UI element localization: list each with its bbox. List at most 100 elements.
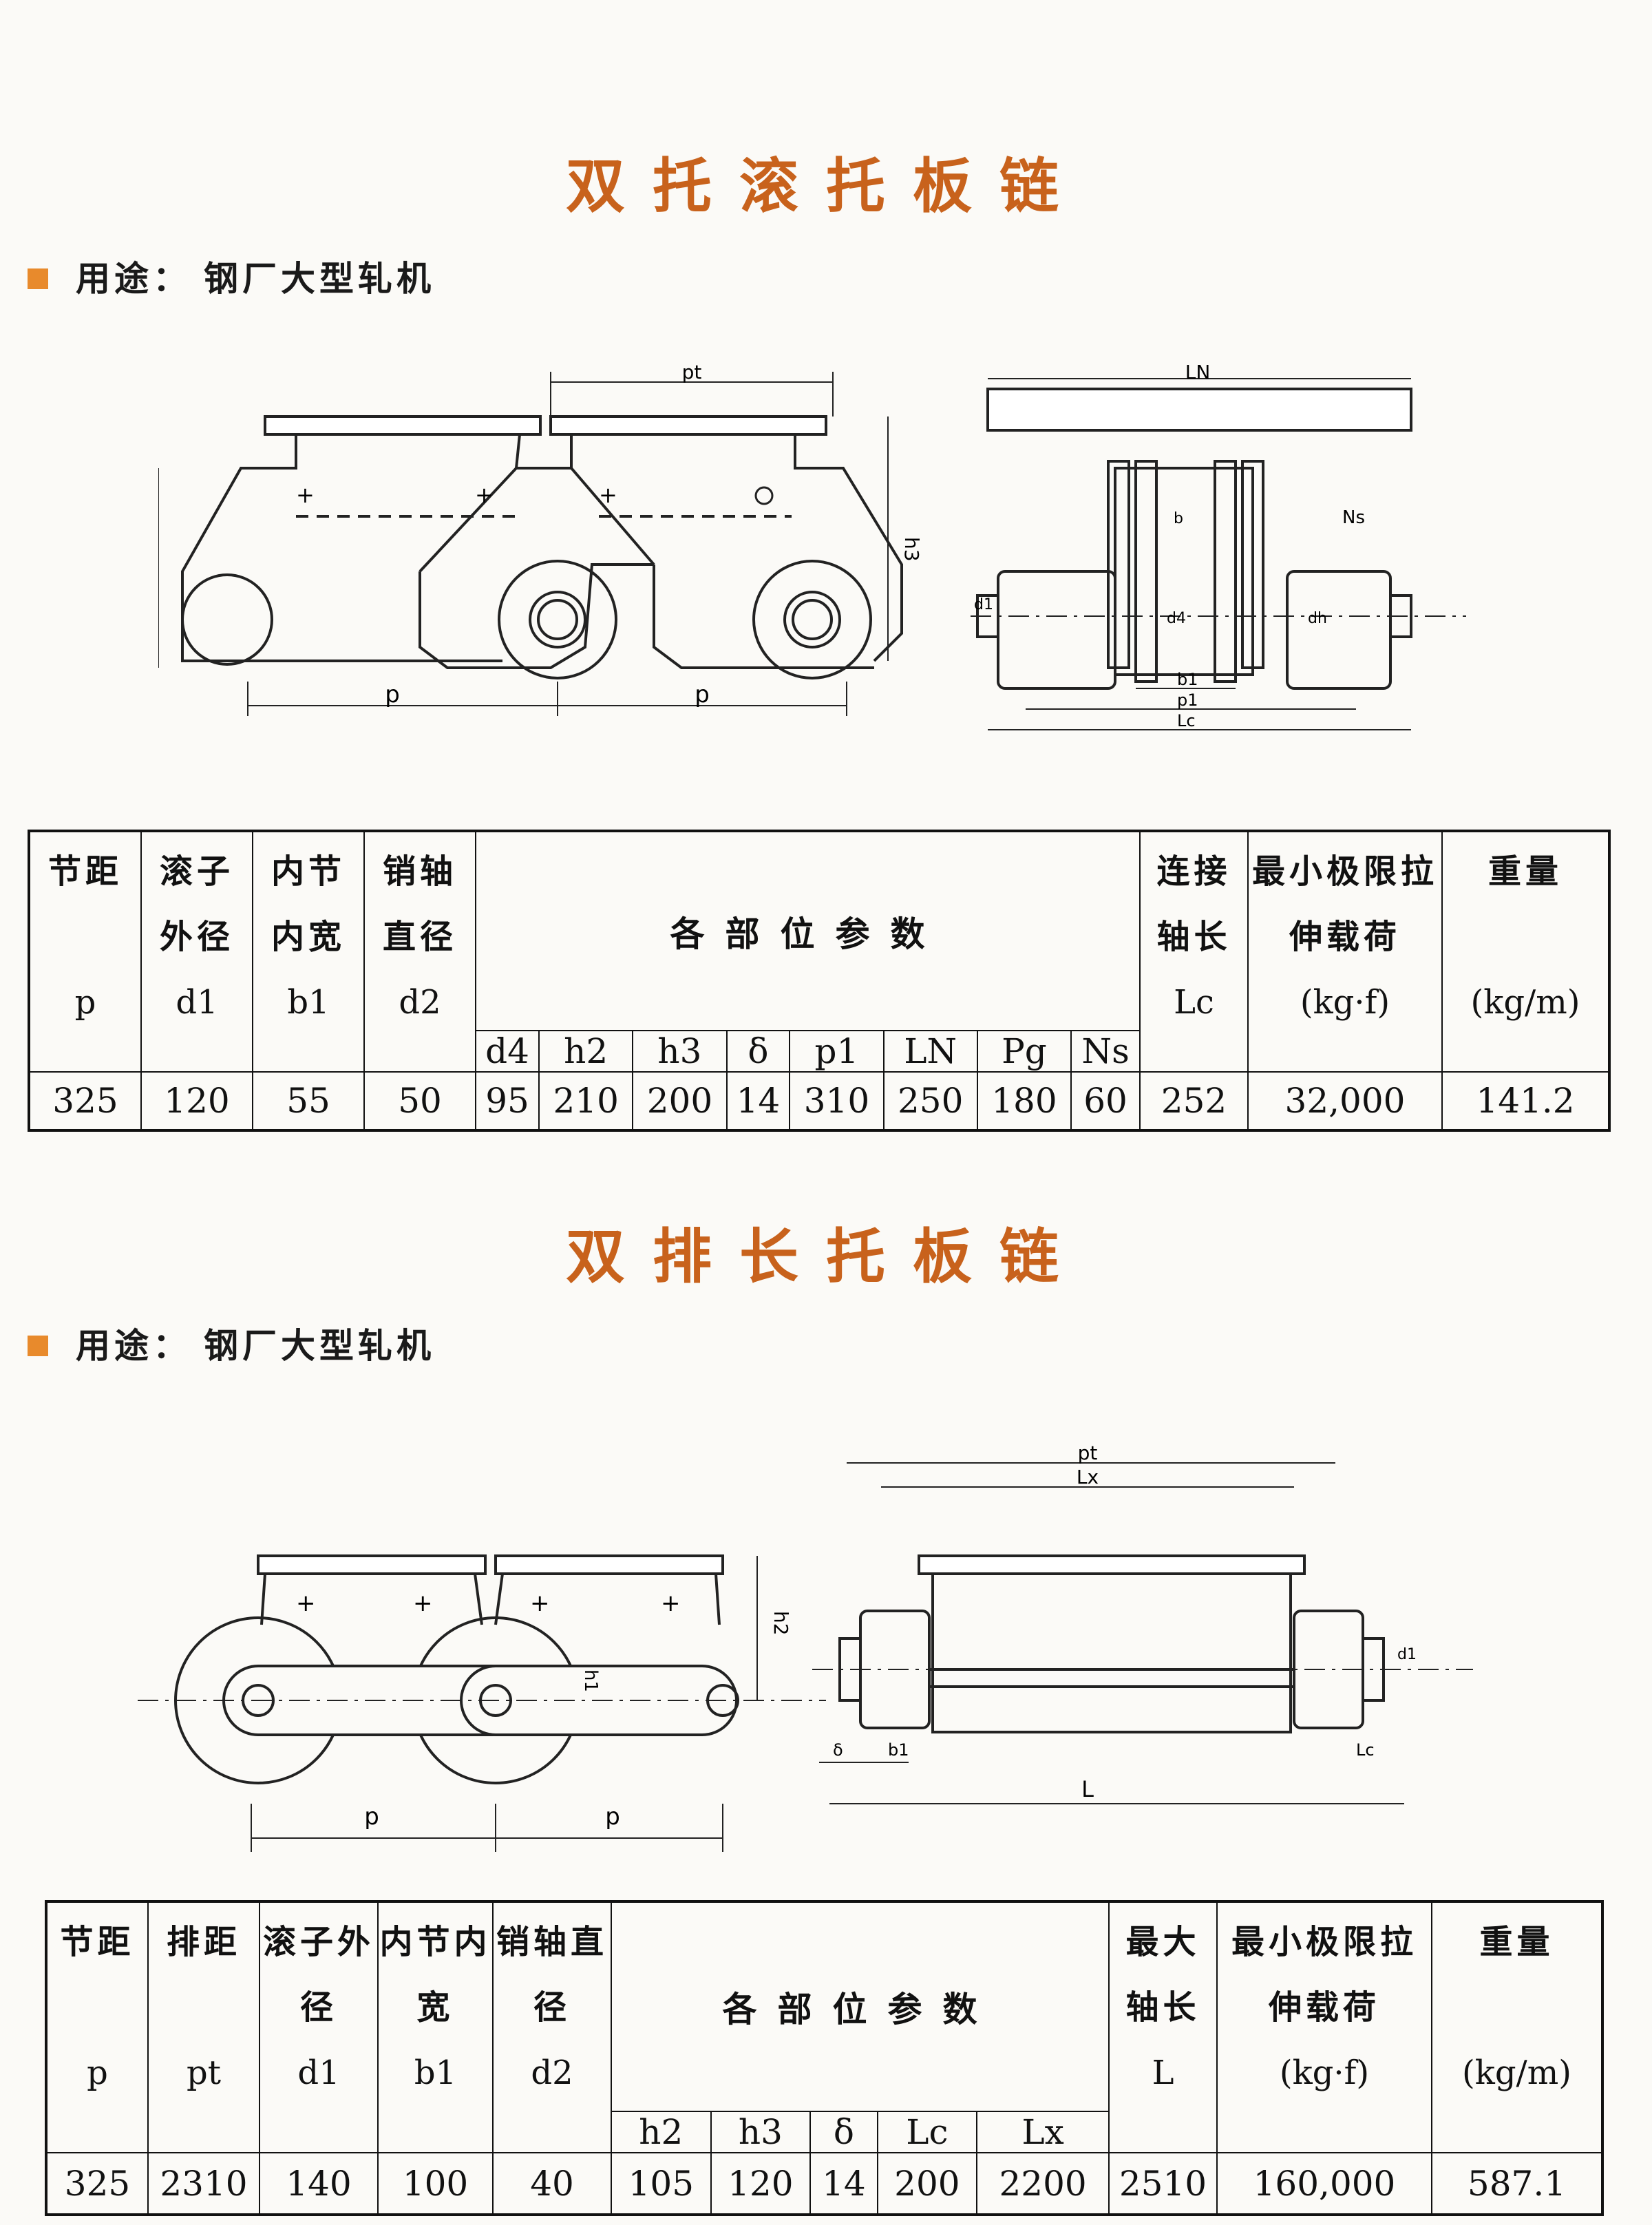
dim-L: L [1081,1776,1094,1802]
dim-d4: d4 [1167,610,1186,627]
cell: 55 [252,1071,365,1131]
sub-d4: d4 [474,1030,540,1073]
dim-Lc: Lc [1177,711,1196,730]
dim-h2: h2 [770,1611,792,1636]
table-row: 325 120 55 50 95 210 200 14 310 250 180 … [28,1071,1610,1131]
dim-LN: LN [1185,361,1211,383]
cell: 60 [1070,1071,1141,1131]
cell: 200 [632,1071,728,1131]
dim-p1: p1 [1177,690,1198,710]
svg-text:+: + [475,482,494,508]
cell: 40 [492,2152,612,2215]
cell: 140 [259,2152,379,2215]
dim-h1: h1 [580,1669,601,1692]
col-weight: 重量(kg/m) [1431,1901,1603,2153]
usage-label: 用途： [76,1326,191,1366]
sub-Lc: Lc [876,2111,978,2153]
cell: 141.2 [1441,1071,1610,1131]
svg-text:+: + [296,482,315,508]
cell: 120 [140,1071,253,1131]
cell: 14 [726,1071,791,1131]
section2-front-drawing: pt Lx L δ b1 Lc d1 [812,1446,1473,1804]
col-weight: 重量(kg/m) [1441,830,1610,1073]
dim-p-right: p [695,681,710,708]
sub-h2: h2 [611,2111,712,2153]
section1-front-drawing: LN Ns b b1 p1 Lc d1 d4 dh [971,361,1466,730]
dim-Lx: Lx [1077,1466,1099,1488]
cell: 325 [28,1071,142,1131]
sub-Pg: Pg [976,1030,1072,1073]
cell: 50 [363,1071,476,1131]
cell: 2200 [976,2152,1110,2215]
table-row: 325 2310 140 100 40 105 120 14 200 2200 … [45,2152,1603,2215]
section2-usage: 用途： 钢厂大型轧机 [28,1318,435,1368]
section1-usage: 用途： 钢厂大型轧机 [28,251,435,301]
cell: 587.1 [1431,2152,1603,2215]
cell: 2310 [147,2152,260,2215]
dim-p-right: p [605,1803,620,1831]
cell: 180 [976,1071,1072,1131]
section1-side-drawing: ++ + p p pt h3 [158,361,923,716]
section2-side-drawing: ++ ++ p p h2 h1 [138,1554,826,1852]
cell: 2510 [1108,2152,1218,2215]
cell: 160,000 [1216,2152,1432,2215]
sub-delta: δ [809,2111,878,2153]
cell: 200 [876,2152,978,2215]
dim-p-left: p [364,1803,379,1831]
dim-p-left: p [385,681,400,708]
dim-b: b [1174,510,1183,527]
cell: 120 [710,2152,812,2215]
svg-text:+: + [530,1590,550,1617]
cell: 32,000 [1247,1071,1443,1131]
cell: 252 [1139,1071,1249,1131]
dim-b1: b1 [888,1740,909,1760]
cell: 105 [611,2152,712,2215]
section1-title: 双托滚托板链 [566,151,1086,221]
dim-b1: b1 [1177,670,1198,689]
usage-text: 钢厂大型轧机 [204,1326,435,1366]
group-header: 各部位参数 [475,830,1141,1031]
dim-dh: dh [1308,610,1327,627]
sub-delta: δ [726,1030,791,1073]
cell: 325 [45,2152,149,2215]
cell: 100 [377,2152,494,2215]
svg-text:+: + [599,482,617,508]
dim-Lc: Lc [1356,1740,1375,1760]
col-tensile-load: 最小极限拉伸载荷(kg·f) [1247,830,1443,1073]
dim-Ns: Ns [1342,507,1365,528]
cell: 14 [809,2152,878,2215]
cell: 95 [474,1071,540,1131]
bullet-icon [28,1335,48,1356]
section2-title: 双排长托板链 [566,1222,1086,1291]
cell: 250 [882,1071,978,1131]
dim-delta: δ [833,1740,843,1760]
sub-h3: h3 [710,2111,812,2153]
sub-LN: LN [882,1030,978,1073]
sub-Lx: Lx [976,2111,1110,2153]
usage-text: 钢厂大型轧机 [204,259,435,299]
cell: 310 [789,1071,885,1131]
sub-h3: h3 [632,1030,728,1073]
cell: 210 [538,1071,634,1131]
dim-d1: d1 [1397,1646,1417,1663]
svg-text:+: + [661,1590,681,1617]
sub-h2: h2 [538,1030,634,1073]
dim-h3: h3 [900,537,923,562]
svg-text:+: + [296,1590,316,1617]
usage-label: 用途： [76,259,191,299]
dim-d1: d1 [974,596,993,613]
dim-pt: pt [1078,1446,1098,1464]
bullet-icon [28,268,48,289]
col-tensile-load: 最小极限拉伸载荷(kg·f) [1216,1901,1432,2153]
sub-p1: p1 [789,1030,885,1073]
